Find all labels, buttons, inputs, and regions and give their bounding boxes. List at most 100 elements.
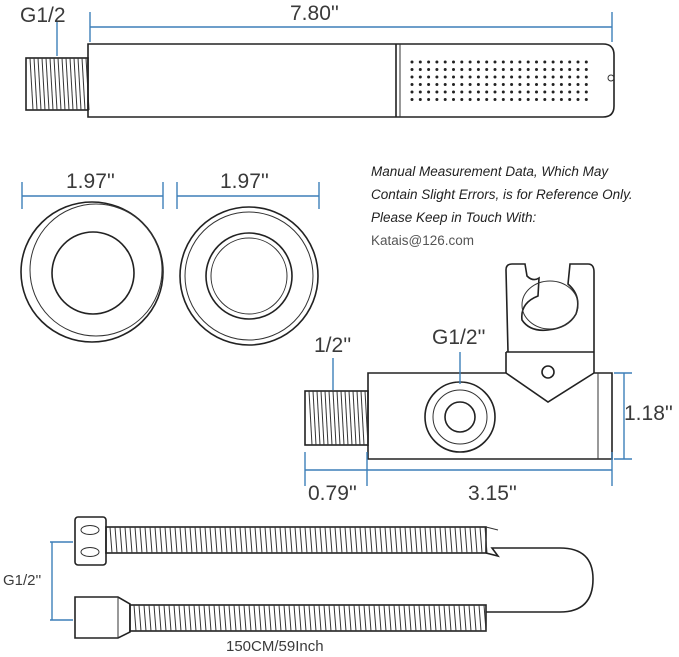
thread-line xyxy=(360,390,365,446)
corrugation-line xyxy=(368,604,372,632)
nozzle-dot xyxy=(501,75,505,79)
corrugation-line xyxy=(264,526,268,554)
corrugation-line xyxy=(233,604,237,632)
corrugation-line xyxy=(269,526,273,554)
hose-corrugation xyxy=(109,526,488,632)
corrugation-line xyxy=(419,526,423,554)
nozzle-dot xyxy=(493,90,497,94)
corrugation-line xyxy=(344,526,348,554)
nozzle-dot xyxy=(443,83,447,86)
corrugation-line xyxy=(454,526,458,554)
holder-outlet-label: G1/2'' xyxy=(432,326,486,349)
thread-line xyxy=(69,57,74,111)
nozzle-dot xyxy=(427,90,431,94)
corrugation-line xyxy=(114,526,118,554)
nozzle-dot xyxy=(543,83,547,86)
corrugation-line xyxy=(309,526,313,554)
thread-line xyxy=(49,57,54,111)
corrugation-line xyxy=(124,526,128,554)
corrugation-line xyxy=(293,604,297,632)
corrugation-line xyxy=(179,526,183,554)
corrugation-line xyxy=(359,526,363,554)
corrugation-line xyxy=(263,604,267,632)
corrugation-line xyxy=(339,526,343,554)
nozzle-dot xyxy=(493,98,497,101)
corrugation-line xyxy=(438,604,442,632)
nozzle-dot xyxy=(501,83,505,86)
corrugation-line xyxy=(294,526,298,554)
corrugation-line xyxy=(379,526,383,554)
corrugation-line xyxy=(254,526,258,554)
nozzle-dot xyxy=(476,98,480,101)
nozzle-dot xyxy=(576,98,580,101)
nozzle-dot xyxy=(427,98,431,101)
corrugation-line xyxy=(313,604,317,632)
corrugation-line xyxy=(149,526,153,554)
shower-length-label: 7.80'' xyxy=(290,2,339,25)
nozzle-dot xyxy=(443,75,447,79)
thread-line xyxy=(312,390,317,446)
nozzle-dot xyxy=(452,83,455,86)
left-ring-diameter-label: 1.97'' xyxy=(66,170,115,193)
shower-hose: G1/2'' 150CM/59Inch xyxy=(3,516,594,655)
nozzle-dot xyxy=(476,75,480,79)
corrugation-line xyxy=(463,604,467,632)
corrugation-line xyxy=(279,526,283,554)
nozzle-dot xyxy=(576,68,580,71)
nozzle-dot xyxy=(568,83,572,86)
corrugation-line xyxy=(283,604,287,632)
corrugation-line xyxy=(238,604,242,632)
corrugation-line xyxy=(224,526,228,554)
thread-line xyxy=(57,57,62,111)
corrugation-line xyxy=(318,604,322,632)
thread-line xyxy=(41,57,46,111)
nozzle-dot xyxy=(468,75,472,79)
nozzle-dot xyxy=(584,98,588,101)
thread-line xyxy=(356,390,361,446)
corrugation-line xyxy=(439,526,443,554)
shower-head-body xyxy=(87,43,615,118)
corrugation-line xyxy=(354,526,358,554)
corrugation-line xyxy=(164,526,168,554)
nozzle-dot xyxy=(551,98,555,101)
nozzle-dot xyxy=(568,75,572,79)
nozzle-dot xyxy=(410,75,414,79)
corrugation-line xyxy=(169,526,173,554)
corrugation-line xyxy=(163,604,167,632)
nozzle-dot xyxy=(435,60,439,64)
nozzle-dot xyxy=(493,75,497,79)
thread-line xyxy=(37,57,42,111)
escutcheon-ring-left: 1.97'' xyxy=(20,170,164,343)
thread-line xyxy=(352,390,357,446)
thread-line xyxy=(81,57,86,111)
contact-email: Katais@126.com xyxy=(371,233,475,248)
nozzle-dot xyxy=(518,90,522,94)
shower-holder-bracket: 1/2'' G1/2'' 1.18'' 0.79'' 3.15'' xyxy=(304,263,673,505)
corrugation-line xyxy=(209,526,213,554)
nozzle-dot xyxy=(543,60,547,64)
corrugation-line xyxy=(298,604,302,632)
nozzle-dot xyxy=(518,60,522,64)
nozzle-dot xyxy=(476,60,480,64)
nozzle-dot xyxy=(576,60,580,64)
nozzle-dot xyxy=(452,90,455,94)
thread-line xyxy=(77,57,82,111)
corrugation-line xyxy=(229,526,233,554)
nozzle-dot xyxy=(427,60,431,64)
nozzle-dot xyxy=(510,90,514,94)
corrugation-line xyxy=(468,604,472,632)
corrugation-line xyxy=(244,526,248,554)
nozzle-dot xyxy=(584,68,588,71)
shower-thread-label: G1/2 xyxy=(20,4,66,27)
nozzle-dot xyxy=(559,60,563,64)
nozzle-dot xyxy=(427,75,431,79)
corrugation-line xyxy=(428,604,432,632)
nozzle-dot xyxy=(551,90,555,94)
nozzle-dot xyxy=(493,60,497,64)
corrugation-line xyxy=(453,604,457,632)
corrugation-line xyxy=(478,604,482,632)
corrugation-line xyxy=(199,526,203,554)
corrugation-line xyxy=(393,604,397,632)
corrugation-line xyxy=(464,526,468,554)
